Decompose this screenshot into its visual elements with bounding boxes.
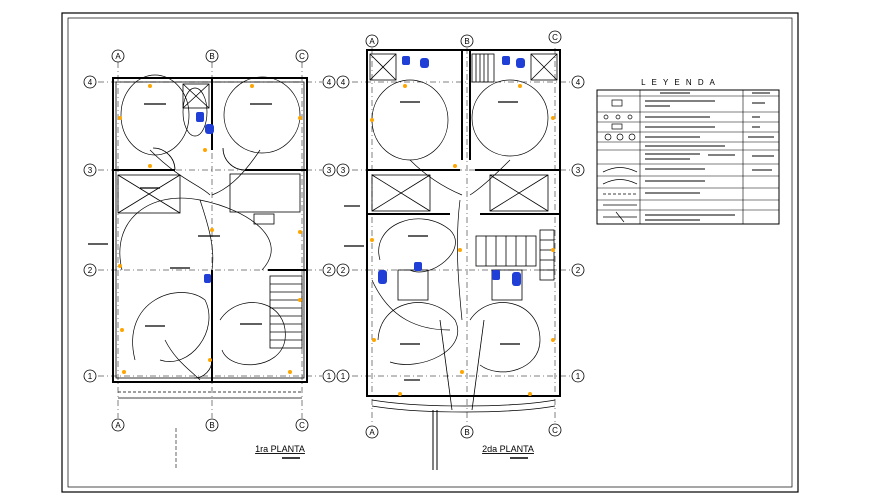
sheet-border-inner	[67, 17, 793, 488]
plan-2: A B C A B C 4 3 2 1 4 3 2 1 2da PLANTA	[336, 30, 585, 470]
plan1-axis-col-a-bottom: A	[115, 421, 121, 430]
plan1-axis-col-a: A	[115, 52, 121, 61]
plan1-axis-col-c-bottom: C	[299, 421, 305, 430]
sheet-border-outer	[61, 12, 799, 493]
plan2-axis-row-3: 3	[341, 166, 346, 175]
plan-1-title: 1ra PLANTA	[255, 444, 305, 454]
plan2-axis-row-1-right: 1	[576, 372, 581, 381]
plan1-axis-row-1: 1	[88, 372, 93, 381]
plan2-axis-col-a: A	[369, 37, 375, 46]
plan1-axis-row-1-right: 1	[327, 372, 332, 381]
plan2-axis-row-4-right: 4	[576, 78, 581, 87]
plan1-axis-col-b-bottom: B	[209, 421, 214, 430]
plan2-axis-row-4: 4	[341, 78, 346, 87]
plan1-axis-row-2: 2	[88, 266, 93, 275]
plan2-axis-row-3-right: 3	[576, 166, 581, 175]
plan2-axis-row-1: 1	[341, 372, 346, 381]
plan1-axis-row-3: 3	[88, 166, 93, 175]
plan2-axis-col-c-bottom: C	[552, 426, 558, 435]
plan1-axis-row-4-right: 4	[327, 78, 332, 87]
plan2-axis-col-c: C	[552, 33, 558, 42]
legend-title: L E Y E N D A	[641, 78, 717, 87]
plan2-axis-col-b: B	[464, 37, 469, 46]
plan1-axis-col-b: B	[209, 52, 214, 61]
plan1-axis-row-2-right: 2	[327, 266, 332, 275]
plan1-axis-col-c: C	[299, 52, 305, 61]
plan2-axis-col-b-bottom: B	[464, 428, 469, 437]
plan2-axis-row-2: 2	[341, 266, 346, 275]
legend: L E Y E N D A	[596, 78, 780, 225]
plan2-axis-col-a-bottom: A	[369, 428, 375, 437]
plan-1: A B C A B C 4 3 2 1 4 3 2 1 1ra PLANTA	[83, 49, 336, 470]
plan1-axis-row-3-right: 3	[327, 166, 332, 175]
plan1-axis-row-4: 4	[88, 78, 93, 87]
plan-2-title: 2da PLANTA	[482, 444, 534, 454]
plan2-axis-row-2-right: 2	[576, 266, 581, 275]
